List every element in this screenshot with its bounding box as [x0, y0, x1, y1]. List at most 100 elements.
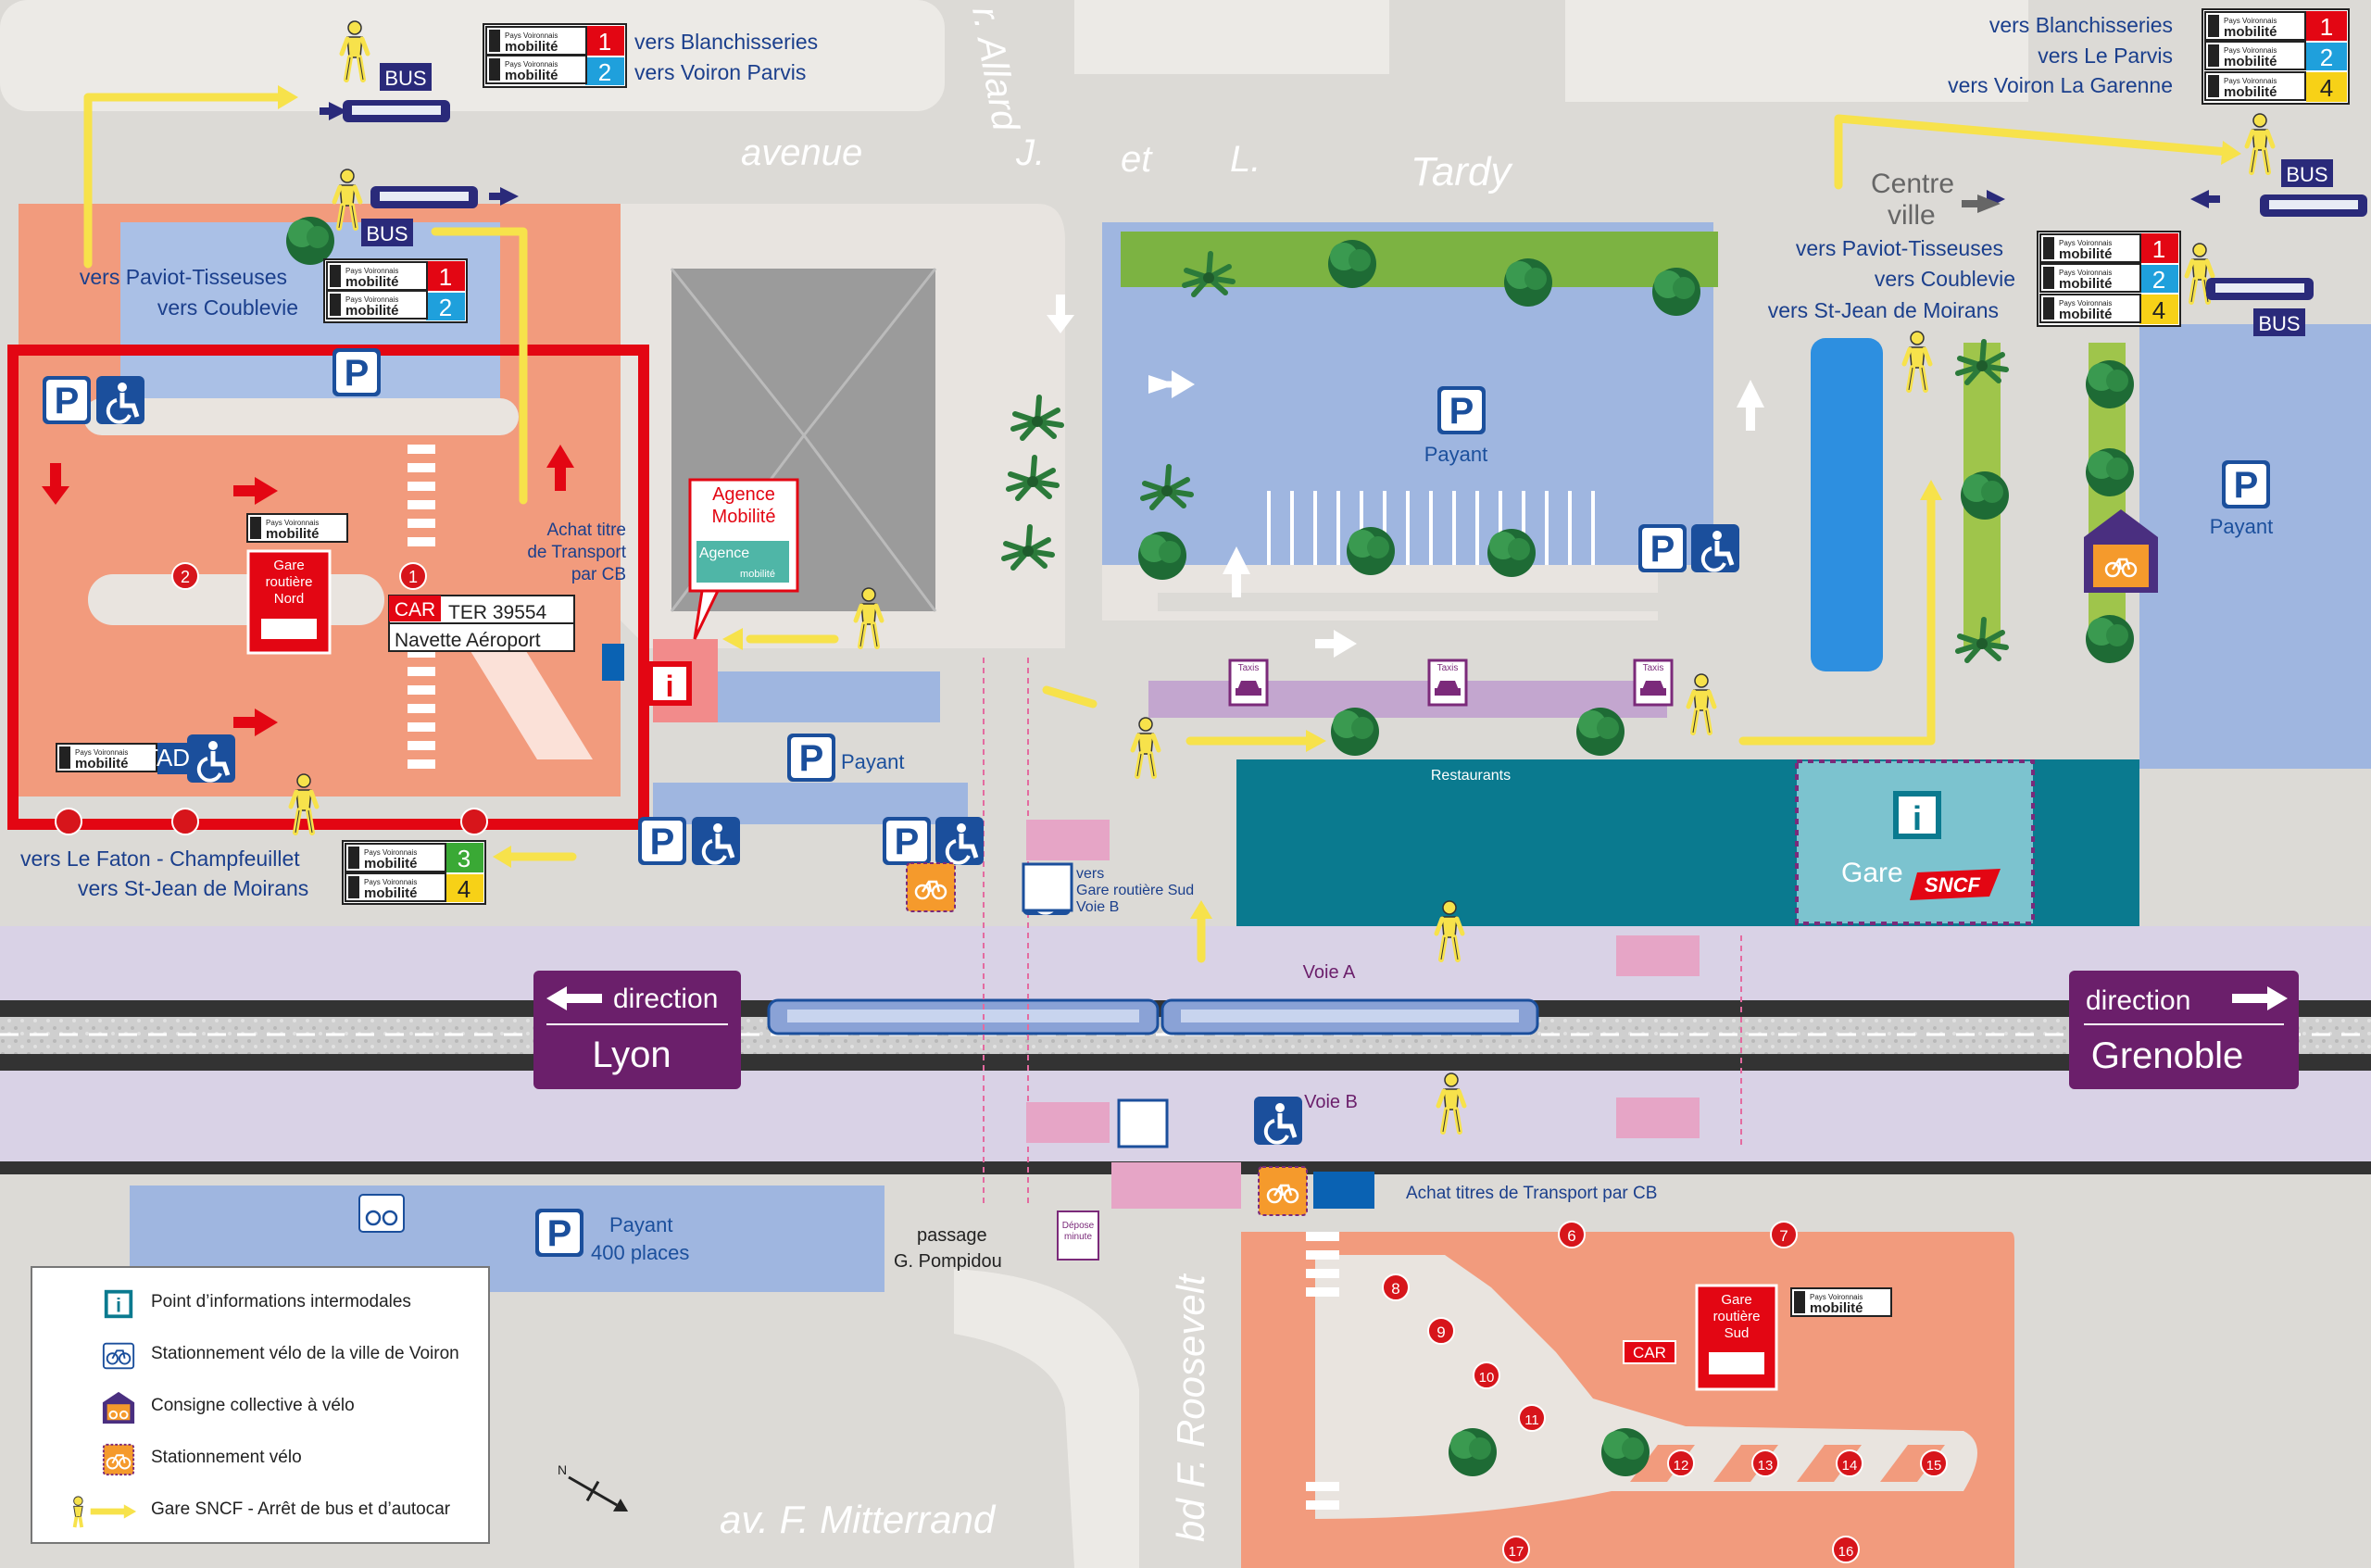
bus-label: BUS: [366, 222, 408, 245]
achat-label: de Transport: [527, 543, 626, 562]
parking-payant-label: Payant: [1424, 443, 1488, 466]
destination-label: vers Coublevie: [1875, 267, 2015, 291]
agence-title: Mobilité: [712, 507, 776, 527]
gare-nord-title: Nord: [274, 591, 305, 607]
destination-label: vers Blanchisseries: [634, 30, 818, 54]
destination-label: vers Le Faton - Champfeuillet: [20, 847, 300, 871]
parking-payant-label: Payant: [2210, 515, 2274, 538]
centre-ville-label-1: Centre: [1871, 169, 1954, 199]
bus-label: BUS: [2286, 163, 2327, 186]
car-label: CAR: [1633, 1344, 1666, 1361]
building-block: [1074, 0, 1389, 74]
map-legend: i Point d’informations intermodales Stat…: [31, 1266, 490, 1544]
bus-label: BUS: [2258, 312, 2300, 335]
direction-lyon: Lyon: [592, 1035, 671, 1075]
destination-label: vers Voiron La Garenne: [1948, 73, 2173, 97]
legend-row: Gare SNCF - Arrêt de bus et d’autocar: [32, 1488, 488, 1535]
bike-locker-icon: [102, 1391, 135, 1424]
parking-payant-label: Payant: [841, 750, 905, 773]
tad-label: TAD: [144, 744, 190, 771]
street-tardy: Tardy: [1411, 149, 1513, 194]
gare-sud-title: routière: [1713, 1309, 1761, 1324]
legend-row: Stationnement vélo: [32, 1436, 488, 1483]
line-number: 4: [2320, 74, 2333, 102]
info-icon: i: [104, 1289, 133, 1319]
destination-label: vers Blanchisseries: [1989, 13, 2173, 37]
legend-label: Gare SNCF - Arrêt de bus et d’autocar: [151, 1499, 451, 1519]
agence-logo-text: Agence: [699, 546, 749, 561]
street-et: et: [1121, 139, 1153, 180]
voie-a-label: Voie A: [1303, 962, 1356, 983]
street-avenue: avenue: [741, 132, 862, 173]
bay-number: 16: [1838, 1544, 1854, 1560]
destination-label: vers St-Jean de Moirans: [1768, 298, 1999, 322]
compass-label: N: [558, 1462, 567, 1477]
line-number: 4: [458, 875, 470, 903]
direction-grenoble: Grenoble: [2091, 1035, 2244, 1076]
navette-label: Navette Aéroport: [395, 630, 541, 651]
line-number: 2: [439, 294, 452, 321]
legend-row: Stationnement vélo de la ville de Voiron: [32, 1333, 488, 1379]
vers-sud-label: vers: [1076, 866, 1104, 882]
parking-south-label: Payant: [609, 1213, 673, 1236]
destination-label: vers St-Jean de Moirans: [78, 876, 308, 900]
restaurants-label: Restaurants: [1431, 768, 1511, 784]
achat-label: par CB: [571, 565, 626, 584]
gare-sud-title: Gare: [1721, 1292, 1751, 1308]
bay-number: 17: [1509, 1544, 1524, 1560]
bus-label: BUS: [384, 67, 426, 90]
line-number: 1: [2152, 235, 2165, 263]
vers-sud-label: Gare routière Sud: [1076, 883, 1194, 898]
destination-label: vers Paviot-Tisseuses: [80, 265, 287, 289]
svg-text:i: i: [116, 1296, 121, 1317]
centre-ville-label-2: ville: [1888, 200, 1936, 231]
destination-label: vers Paviot-Tisseuses: [1796, 236, 2003, 260]
platform-a: [0, 926, 2371, 1008]
taxi-label: Taxis: [1238, 663, 1260, 673]
platform-b: [0, 1071, 2371, 1161]
passage-label-2: G. Pompidou: [894, 1251, 1002, 1272]
depose-minute-label: Dépose: [1062, 1221, 1095, 1231]
vers-sud-label: Voie B: [1076, 899, 1119, 915]
bike-parking-icon: [102, 1443, 135, 1476]
gare-nord-title: routière: [266, 574, 313, 590]
sncf-logo: SNCF: [1925, 873, 1980, 897]
bay-number: 6: [1567, 1227, 1575, 1245]
east-parking: [2139, 324, 2371, 769]
legend-label: Stationnement vélo: [151, 1448, 302, 1467]
bay-number: 7: [1779, 1227, 1788, 1245]
svg-text:i: i: [1913, 799, 1922, 837]
gare-sncf-label: Gare: [1841, 858, 1903, 888]
passage-label-1: passage: [917, 1225, 987, 1246]
line-number: 1: [439, 263, 452, 291]
street-j: J.: [1015, 132, 1045, 173]
line-number: 1: [2320, 13, 2333, 41]
taxi-label: Taxis: [1437, 663, 1459, 673]
bay-number: 9: [1436, 1323, 1445, 1341]
destination-label: vers Voiron Parvis: [634, 60, 806, 84]
direction-grenoble-sign: [2069, 971, 2299, 1089]
destination-label: vers Coublevie: [157, 295, 298, 320]
agence-title: Agence: [712, 484, 775, 505]
street-mitterrand: av. F. Mitterrand: [720, 1498, 997, 1541]
city-block: [0, 0, 945, 111]
ter-line: TER 39554: [448, 602, 547, 623]
bay-number: 1: [408, 568, 418, 586]
line-number: 3: [458, 845, 470, 872]
direction-word: direction: [613, 984, 718, 1014]
gare-sud-title: Sud: [1725, 1325, 1750, 1341]
legend-label: Point d’informations intermodales: [151, 1292, 411, 1311]
bay-number: 13: [1758, 1458, 1774, 1474]
bay-number: 8: [1391, 1280, 1399, 1298]
achat-sud-label: Achat titres de Transport par CB: [1406, 1184, 1657, 1203]
legend-row: Consigne collective à vélo: [32, 1385, 488, 1431]
gare-nord-title: Gare: [273, 558, 304, 573]
bay-number: 10: [1479, 1370, 1495, 1386]
direction-word: direction: [2086, 985, 2190, 1016]
street-l: L.: [1230, 139, 1261, 180]
bay-number: 15: [1926, 1458, 1942, 1474]
bay-number: 12: [1674, 1458, 1689, 1474]
depose-minute-label: minute: [1064, 1232, 1092, 1242]
line-number: 2: [2320, 44, 2333, 71]
